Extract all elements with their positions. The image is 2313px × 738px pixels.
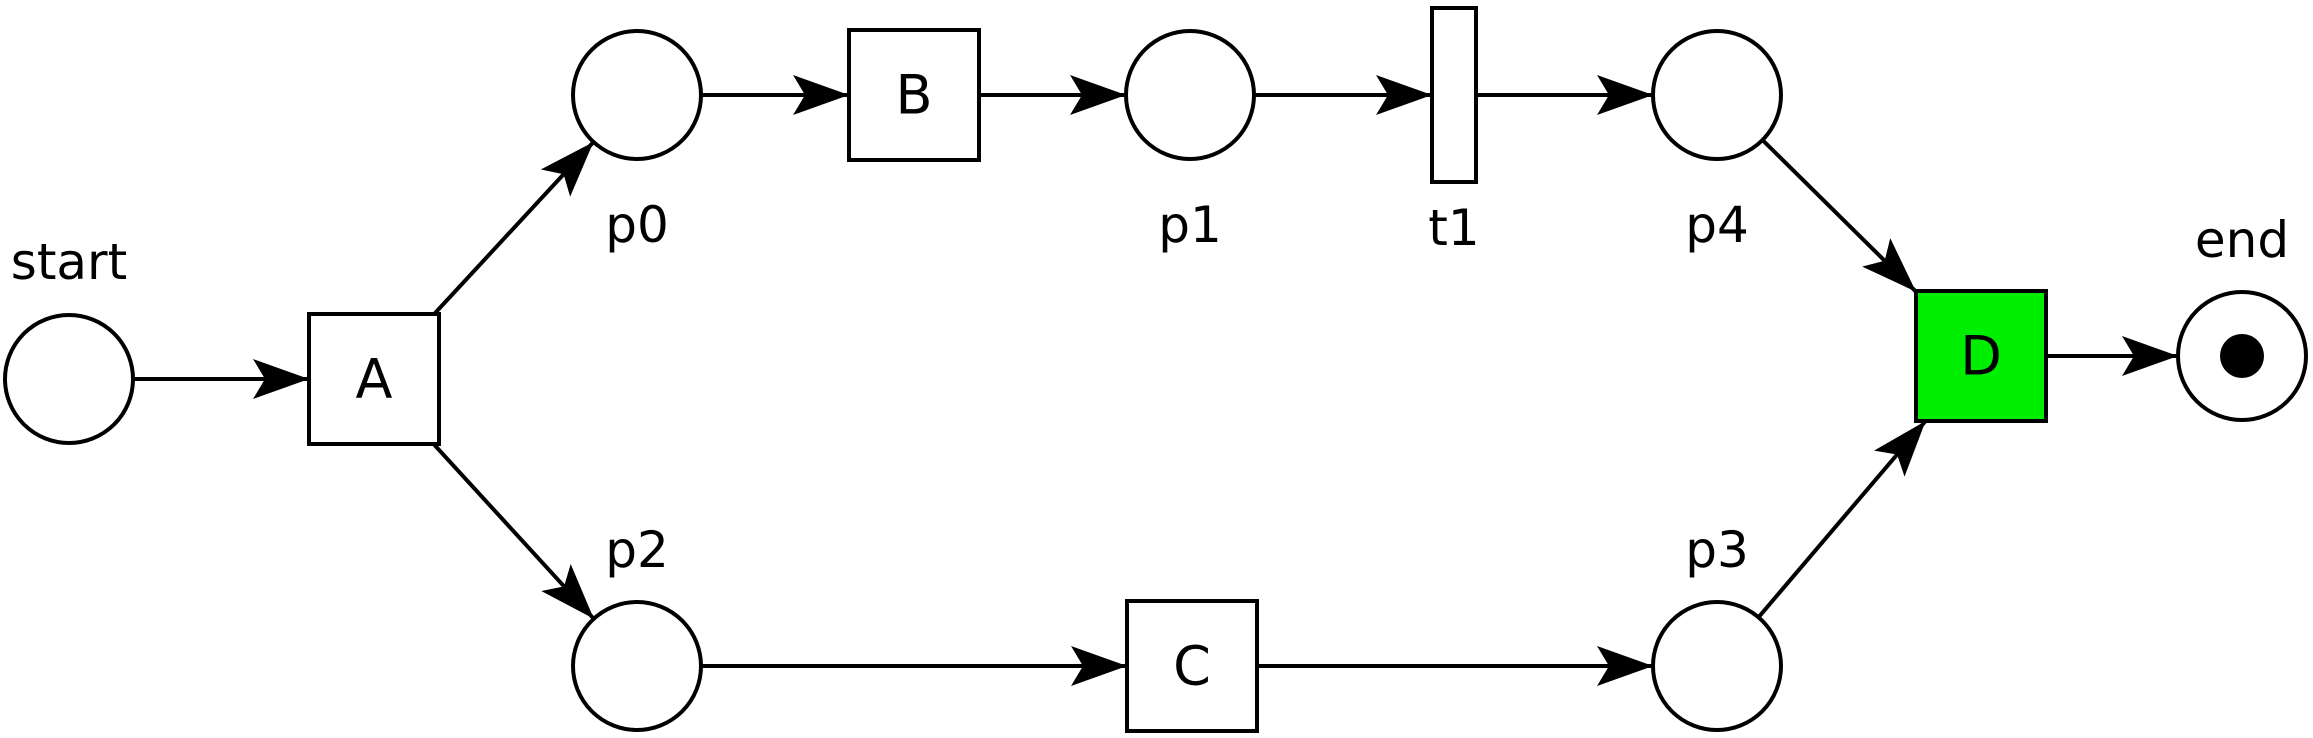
transition-t1[interactable] (1430, 6, 1478, 184)
place-p1[interactable] (1124, 29, 1256, 161)
place-start[interactable] (3, 313, 135, 445)
arc-p3-to-D (1756, 419, 1928, 619)
place-p3[interactable] (1651, 600, 1783, 732)
transition-B[interactable] (847, 28, 981, 162)
place-p2-circle[interactable] (571, 600, 703, 732)
arcs-layer (133, 75, 2178, 686)
transition-B-box[interactable] (847, 28, 981, 162)
place-label-end: end (2195, 211, 2289, 269)
arc-p4-to-D (1761, 138, 1918, 294)
nodes-layer (3, 6, 2308, 733)
place-p0[interactable] (571, 29, 703, 161)
transition-t1-box[interactable] (1430, 6, 1478, 184)
place-p4[interactable] (1651, 29, 1783, 161)
place-p4-circle[interactable] (1651, 29, 1783, 161)
place-end[interactable] (2176, 290, 2308, 422)
place-label-p1: p1 (1158, 196, 1222, 254)
transition-A-box[interactable] (307, 312, 441, 446)
place-label-start: start (11, 233, 127, 291)
transition-A[interactable] (307, 312, 441, 446)
token-icon (2220, 334, 2264, 378)
transition-label-t1: t1 (1428, 199, 1479, 257)
transition-D-box[interactable] (1914, 289, 2048, 423)
place-label-p0: p0 (605, 196, 669, 254)
transition-label-B: B (895, 64, 932, 127)
transition-D[interactable] (1914, 289, 2048, 423)
place-label-p3: p3 (1685, 521, 1749, 579)
place-label-p4: p4 (1685, 196, 1749, 254)
arc-A-to-p0 (432, 140, 595, 316)
place-p3-circle[interactable] (1651, 600, 1783, 732)
transition-label-A: A (356, 348, 393, 411)
place-label-p2: p2 (605, 521, 669, 579)
place-start-circle[interactable] (3, 313, 135, 445)
place-p1-circle[interactable] (1124, 29, 1256, 161)
place-p0-circle[interactable] (571, 29, 703, 161)
transition-C-box[interactable] (1125, 599, 1259, 733)
transition-C[interactable] (1125, 599, 1259, 733)
place-p2[interactable] (571, 600, 703, 732)
arc-A-to-p2 (432, 442, 596, 621)
transition-label-D: D (1960, 325, 2002, 388)
transition-label-C: C (1173, 635, 1211, 698)
